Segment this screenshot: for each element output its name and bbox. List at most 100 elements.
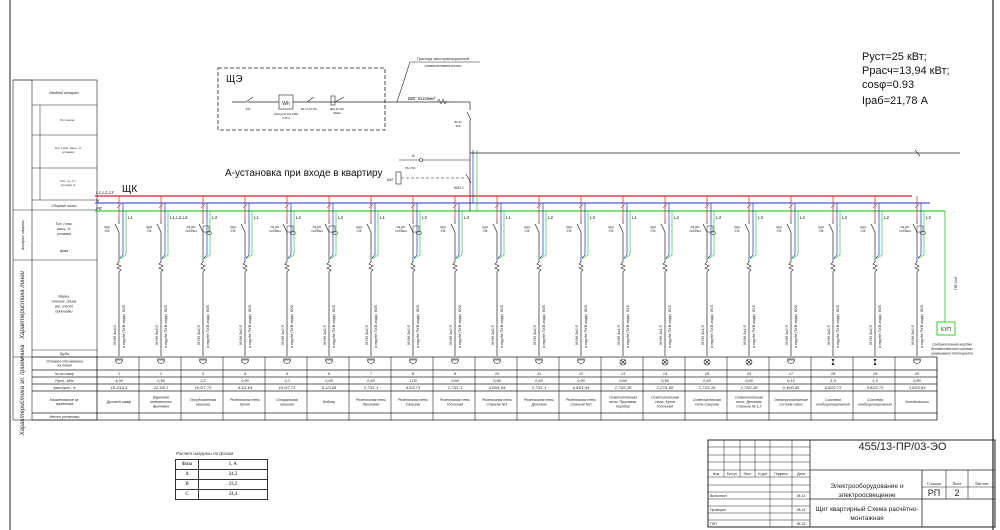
receiver-number: 5	[286, 371, 289, 376]
phase-label: L3	[716, 215, 722, 220]
busbar-contact	[536, 203, 542, 209]
neutral-join	[833, 254, 838, 259]
breaker-type: S201	[356, 225, 363, 229]
breaker-type: S201	[860, 225, 867, 229]
neutral-join	[497, 254, 502, 259]
phase-label: L3	[590, 215, 596, 220]
phase-label: L1	[380, 215, 386, 220]
cable-pipe: в трубе ПХВ гофр. Ф16	[626, 304, 630, 348]
cable-marker	[326, 261, 332, 273]
rcd-transformer-icon	[919, 231, 927, 235]
entry-breaker-label: ВА 47-29 25А	[301, 107, 317, 111]
neutral-join	[287, 254, 292, 259]
phase-load-phase: B	[175, 479, 199, 490]
phase-load-header-current: I, А	[198, 459, 268, 470]
neutral-join	[917, 254, 922, 259]
pe-join	[455, 254, 463, 260]
breaker-type: DS 951	[901, 225, 910, 229]
phase-load-phase: C	[175, 489, 199, 500]
cable-type: NYM 3х2,5	[574, 324, 579, 345]
cable-pipe: в трубе ПХВ гофр. Ф20	[374, 304, 378, 348]
receiver-number: 19	[873, 371, 878, 376]
title-block-col-header: Подпись	[774, 472, 788, 476]
receiver-number: 18	[831, 371, 836, 376]
breaker-type: S201	[734, 225, 741, 229]
breaker-type: S203	[146, 225, 153, 229]
cable-type: NYM 3х2,5	[826, 324, 831, 345]
breaker-rating: C16	[819, 229, 824, 233]
socket-icon	[535, 359, 543, 364]
cable-marker	[452, 261, 458, 273]
receiver-current: 9,1/3,64	[322, 385, 337, 390]
entry-rcd-blade	[334, 96, 345, 103]
cable-marker	[830, 261, 836, 273]
entry-rcd-icon	[330, 95, 336, 106]
cable-marker	[704, 261, 710, 273]
busbar-contact	[872, 203, 878, 209]
neutral-join	[707, 254, 712, 259]
receiver-number: 10	[495, 371, 500, 376]
cable-type: NYM 3х2,5	[322, 324, 327, 345]
input-switch-blade	[466, 111, 472, 121]
phase-label: L2	[800, 215, 806, 220]
breaker-rating: C16	[147, 229, 152, 233]
summary-i-work: Iраб=21,78 А	[862, 95, 928, 107]
header-busbar: Сборные шины	[51, 204, 77, 208]
lamp-cross	[704, 359, 710, 365]
cable-type: NYM 3х2,5	[280, 324, 285, 345]
pe-join	[119, 254, 127, 260]
phase-label: L3	[758, 215, 764, 220]
receiver-number: 7	[370, 371, 373, 376]
breaker-rating: C16	[525, 229, 530, 233]
phase-label: L1	[128, 215, 134, 220]
busbar-contact	[242, 203, 248, 209]
phase-label: L2	[548, 215, 554, 220]
busbar-contact	[788, 203, 794, 209]
receiver-row-label: Iрасч/Iуст., А	[54, 386, 77, 390]
breaker-blade	[786, 223, 792, 233]
pe-join	[371, 254, 379, 260]
phase-label: L3	[842, 215, 848, 220]
cable-type: NYM 3х2,5	[448, 324, 453, 345]
title-block-role: Проверил	[710, 508, 726, 512]
header-input-device: Вводной аппарат	[49, 91, 78, 95]
cable-pipe: в трубе ПХВ гофр. Ф20	[794, 304, 798, 348]
pe-join	[581, 254, 589, 260]
phase-label: L1	[506, 215, 512, 220]
socket-icon	[115, 359, 123, 364]
cable-pipe: в трубе ПХВ гофр. Ф20	[920, 304, 924, 348]
cable-pipe: в трубе ПХВ гофр. Ф20	[584, 304, 588, 348]
busbar-contact	[410, 203, 416, 209]
pe-join	[623, 254, 631, 260]
boundary-leader	[396, 61, 411, 103]
cable-type: NYM 5х4,0	[154, 324, 159, 345]
cable-pipe: в трубе ПХВ гофр. Ф20	[290, 304, 294, 348]
neutral-join	[749, 254, 754, 259]
rcd-transformer-icon	[289, 231, 297, 235]
receiver-power: 0,60	[535, 378, 544, 383]
breaker-type: DS 951	[271, 225, 280, 229]
receiver-power: 0,90	[493, 378, 502, 383]
neutral-join	[875, 254, 880, 259]
breaker-type: S201	[776, 225, 783, 229]
cable-type: NYM 3х1,5	[742, 324, 747, 345]
breaker-blade	[198, 223, 204, 233]
receiver-number: 17	[789, 371, 794, 376]
equipotential-box	[936, 321, 956, 336]
cable-pipe: в трубе ПХВ гофр. Ф20	[248, 304, 252, 348]
busbar-contact	[662, 203, 668, 209]
